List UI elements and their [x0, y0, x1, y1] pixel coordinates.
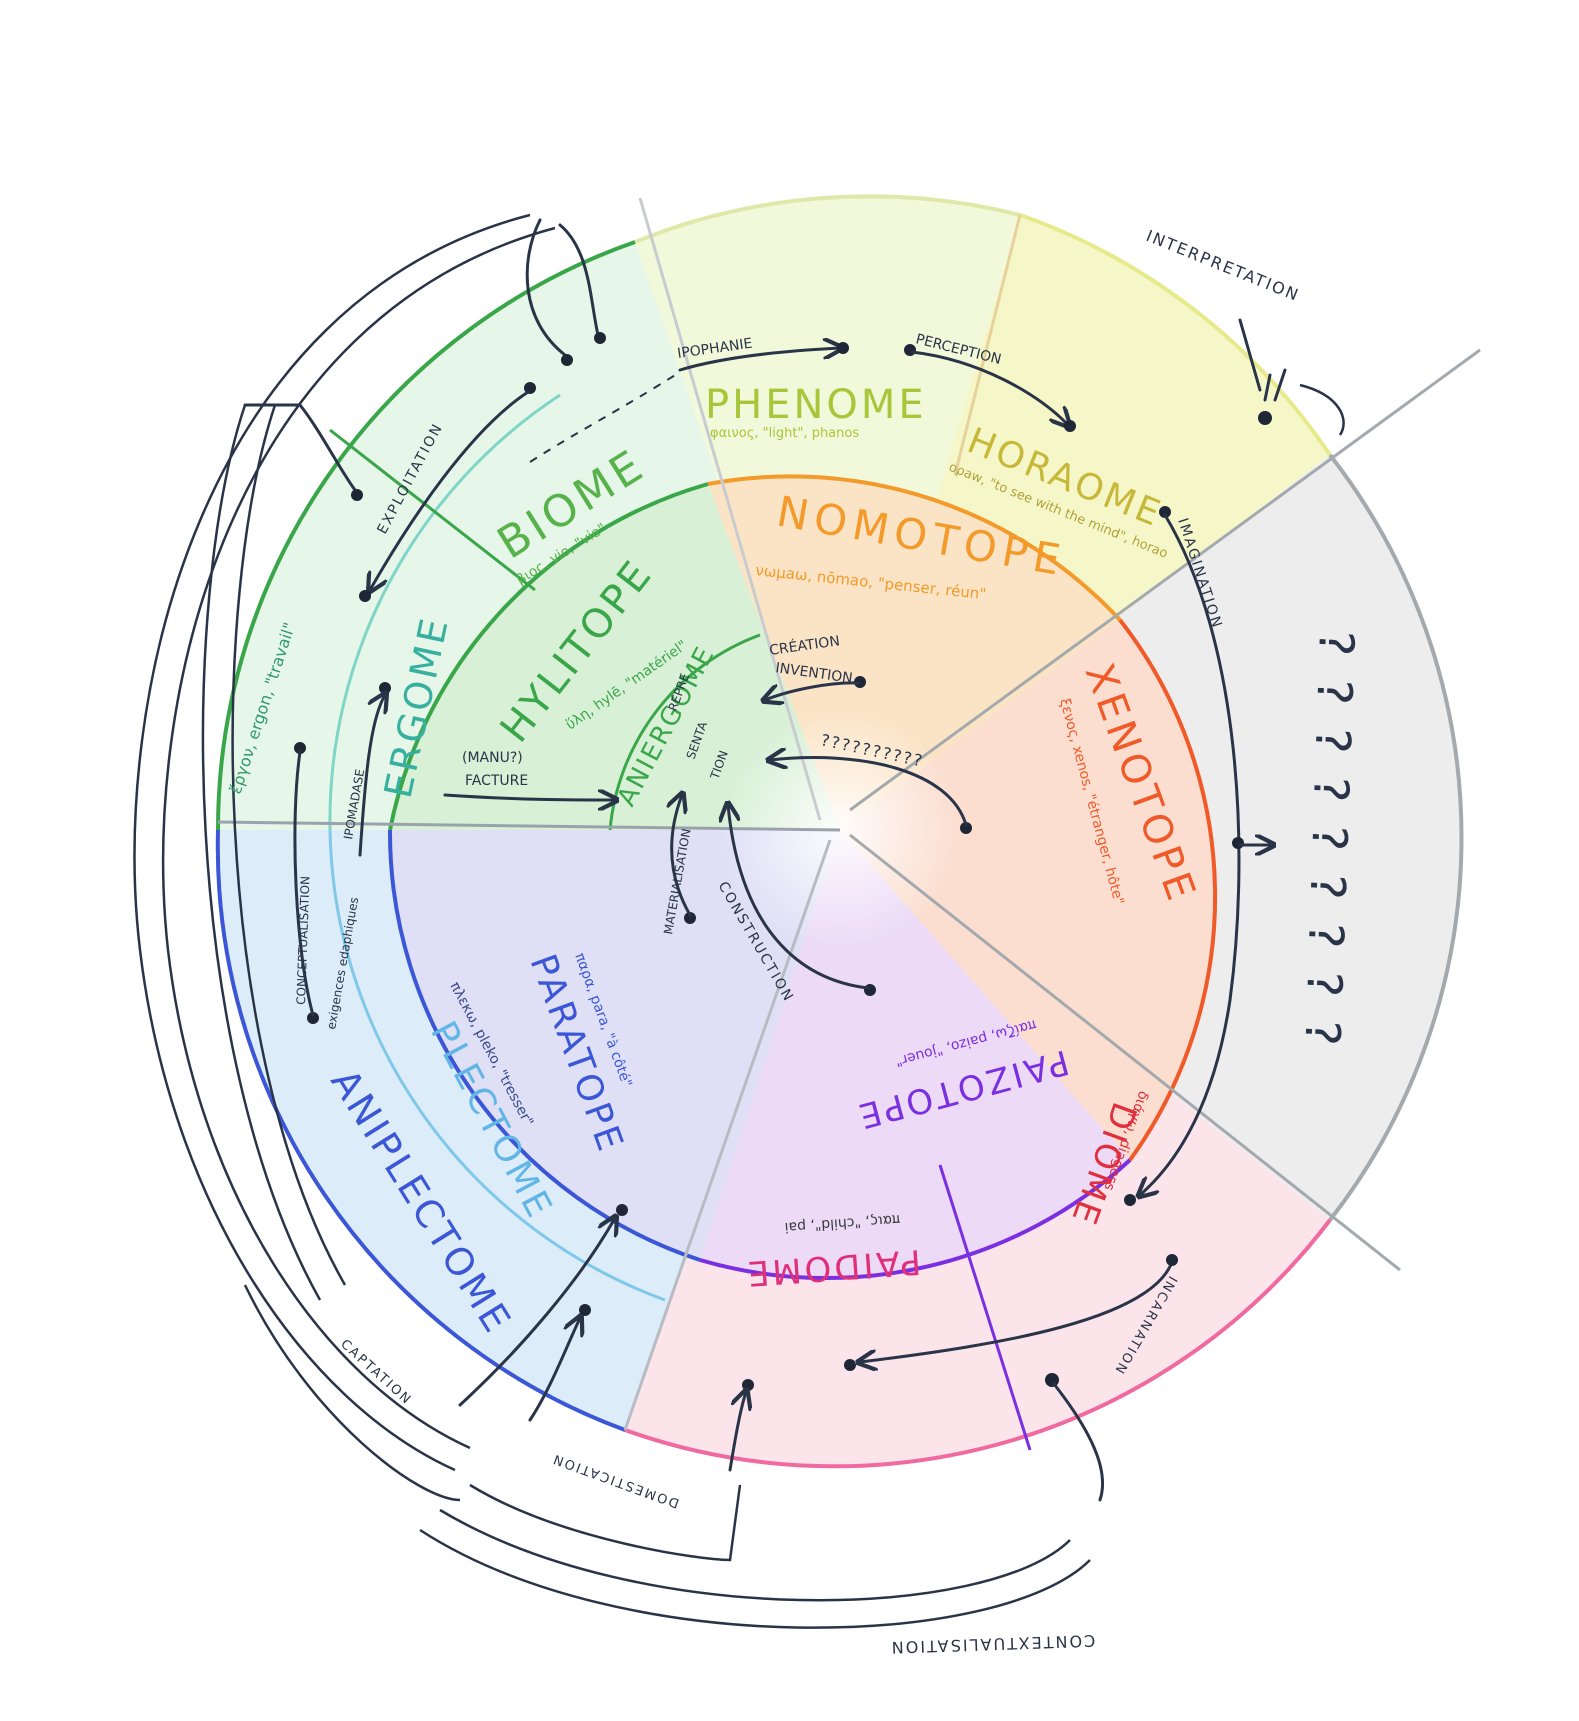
label-contextualisation: CONTEXTUALISATION [889, 1631, 1095, 1657]
dot-ergome-bracket [351, 489, 363, 501]
divider-se [849, 833, 1401, 1272]
arrow-question [770, 758, 968, 827]
arrow-ipophanie [678, 348, 840, 372]
nomotope-arc [707, 474, 1122, 622]
arrow-incarnation [860, 1260, 1174, 1362]
dot-paidome [844, 1359, 856, 1371]
bracket-outer-left [133, 213, 531, 1472]
label-conceptualisation: CONCEPTUALISATION [294, 876, 312, 1005]
dot-domestication [742, 1379, 754, 1391]
outer-arc-yellow [1019, 213, 1332, 457]
arrow-creation [765, 681, 860, 700]
sector-paratope-mid [389, 830, 840, 1260]
divider-ne [849, 348, 1481, 812]
arrow-perception [910, 350, 1068, 425]
link-contextualisation [1052, 1382, 1105, 1502]
arrow-captation [458, 1218, 615, 1407]
outer-arc-green [215, 240, 636, 831]
xenotope-arc [1118, 618, 1218, 1162]
outer-arc-pink [624, 1218, 1332, 1469]
bracket-contextualisation-outer [419, 1528, 1091, 1629]
divider-nne [953, 214, 1022, 476]
arrow-ipomadase [358, 695, 385, 857]
dot-construction [864, 984, 876, 996]
arrow-construction [728, 805, 870, 990]
divider-nnw [638, 197, 822, 821]
middle-ring [389, 476, 1216, 1279]
label-domestication: DOMESTICATION [550, 1450, 681, 1510]
arrow-domestication [728, 1392, 746, 1472]
plectome-arc [328, 829, 666, 1302]
dot-ipophanie [837, 342, 849, 354]
dot-incarnation-start [1166, 1254, 1178, 1266]
dot-imagination-start [1159, 506, 1171, 518]
dashed-biome-link [529, 371, 681, 463]
divider-west [217, 820, 841, 832]
bracket-captation [243, 1284, 461, 1502]
divider-ergome [329, 428, 536, 592]
arrow-materialisation [672, 795, 692, 917]
dot-exploitation-end [359, 590, 371, 602]
arrows-interpretation [1238, 318, 1287, 402]
bracket-ergome-left [201, 404, 322, 1301]
dot-interpretation [1258, 411, 1272, 425]
arrow-exploitation [370, 390, 530, 590]
arrow-imagination [1140, 513, 1241, 1195]
bracket-interpretation [1299, 383, 1345, 436]
sector-xenotope-mid [840, 620, 1216, 1160]
bracket-ergome-inner [231, 404, 347, 1286]
dot-materialisation [684, 912, 696, 924]
dot-creation [854, 676, 866, 688]
bracket-domestication [469, 1483, 742, 1562]
divider-ssw [623, 839, 832, 1431]
dot-grey-mid [1232, 837, 1244, 849]
dot-plectome [616, 1204, 628, 1216]
link-top-2 [558, 223, 600, 337]
outer-arc-grey [1328, 453, 1464, 1222]
label-phenome: PHENOME [705, 382, 927, 428]
paratope-arc [387, 829, 701, 1262]
link-top-1 [525, 218, 567, 357]
dot-top-1 [561, 354, 573, 366]
dot-question-arc [960, 822, 972, 834]
label-manufacture-1: (MANU?) [462, 750, 523, 766]
label-manufacture-2: FACTURE [465, 773, 528, 789]
dot-conceptualisation-bottom [307, 1012, 319, 1024]
dot-ergome-inner [379, 682, 391, 694]
bracket-inner-left [162, 226, 556, 1450]
dot-diome [1045, 1373, 1059, 1387]
dot-imagination-end [1124, 1194, 1136, 1206]
label-phenome-sub: φαινος, "light", phanos [710, 426, 859, 441]
sector-hylitope-mid [390, 484, 840, 830]
bracket-contextualisation-inner [439, 1508, 1071, 1602]
dot-aniplectome [579, 1304, 591, 1316]
paizotope-arc [699, 1158, 1132, 1280]
outer-arc-lightgreen [634, 194, 1021, 244]
arrow-aniplectome [528, 1318, 580, 1422]
dot-conceptualisation-top [294, 742, 306, 754]
dot-perception-end [1064, 420, 1076, 432]
hylitope-arc [388, 482, 709, 831]
dot-top-2 [594, 332, 606, 344]
line-conceptualisation [293, 750, 315, 1017]
arrow-manufacture [443, 795, 615, 800]
outer-arc-blue [215, 829, 626, 1432]
divider-paizotope [938, 1164, 1032, 1451]
link-ergome-bracket [243, 403, 357, 492]
ergome-arc [328, 393, 561, 831]
